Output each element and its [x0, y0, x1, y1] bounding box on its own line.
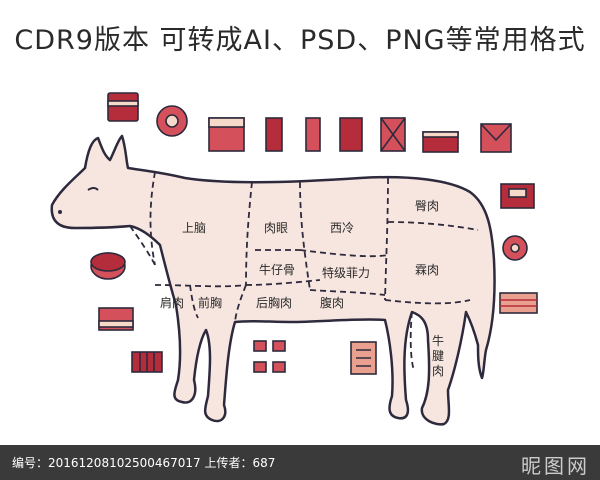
cut-label-houxiongrou: 后胸肉 [256, 295, 292, 310]
page-title: CDR9版本 可转成AI、PSD、PNG等常用格式 [14, 25, 586, 56]
cut-label-rouyan: 肉眼 [264, 221, 288, 235]
meat-icons [90, 92, 538, 375]
cut-label-linrou: 霖肉 [415, 263, 439, 277]
beef-cuts-diagram: 上脑 肉眼 西冷 臀肉 牛仔骨 特级菲力 霖肉 肩肉 前胸 后胸肉 腹肉 牛 腱… [50, 92, 538, 426]
spiral-roll-icon [502, 235, 528, 261]
ribs-block-icon [131, 351, 163, 373]
round-steak-icon [90, 252, 126, 280]
bacon-slab-icon [499, 292, 538, 314]
cube-cuts-icon [253, 340, 286, 373]
strip-icon-2 [305, 117, 321, 152]
flat-slab-icon [98, 307, 134, 331]
cut-label-tejifeili: 特级菲力 [322, 265, 370, 280]
cut-label-niujianrou-1: 牛 [432, 333, 444, 348]
cow-nostril-icon [58, 210, 62, 214]
cow-eye-icon [87, 187, 99, 191]
footer-info: 编号：20161208102500467017 上传者：687 [12, 456, 276, 470]
envelope-cut-icon [480, 123, 512, 153]
tag-slab-icon [500, 183, 535, 209]
footer-bar: 编号：20161208102500467017 上传者：687 昵图网 [0, 445, 600, 480]
cut-lines [129, 171, 479, 371]
ribeye-slab-icon [208, 117, 245, 152]
chop-icon [339, 117, 363, 152]
round-roll-icon [156, 105, 188, 137]
cut-label-qianxiong: 前胸 [198, 295, 222, 310]
cut-label-jianrou: 肩肉 [160, 295, 184, 310]
steak-block-icon [107, 92, 139, 122]
site-logo: 昵图网 [521, 454, 590, 478]
card-slab-icon [350, 341, 377, 375]
cut-label-niujianrou-2: 腱 [432, 349, 444, 363]
cut-label-niuzaigu: 牛仔骨 [259, 262, 295, 277]
cut-label-shangnao: 上脑 [182, 221, 206, 235]
cut-label-bitun: 臀肉 [415, 199, 439, 213]
cut-label-xileng: 西冷 [330, 221, 354, 235]
strip-icon-1 [265, 117, 283, 152]
layered-slab-icon [422, 131, 459, 153]
cow-body [50, 134, 496, 426]
cross-cut-icon [380, 117, 406, 152]
cut-label-furou: 腹肉 [320, 296, 344, 310]
cut-label-niujianrou-3: 肉 [432, 364, 444, 378]
